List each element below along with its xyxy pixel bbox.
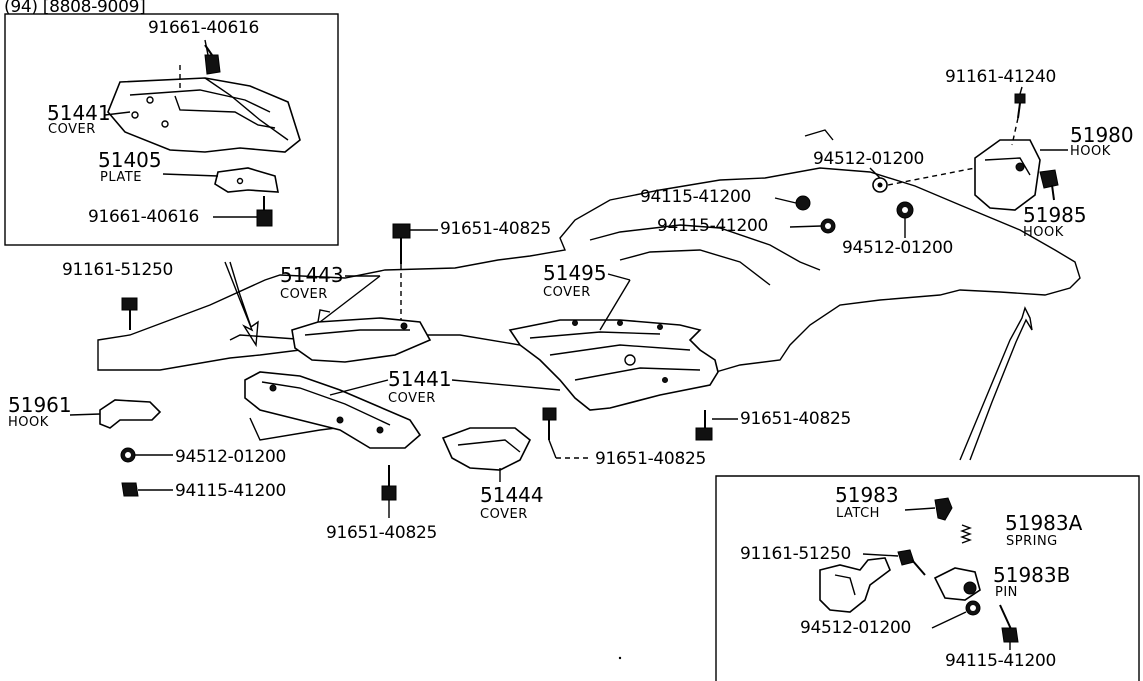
label-91651-right: 91651-40825 bbox=[740, 409, 851, 429]
nut-94512-b-icon bbox=[896, 201, 914, 219]
bolt-91161-41240-icon bbox=[1011, 93, 1026, 146]
inset2-nut-94512-icon bbox=[965, 600, 981, 616]
bolt-91651-right-icon bbox=[695, 410, 713, 441]
label-51444-num: 51444 bbox=[480, 483, 544, 507]
label-91651-mid: 91651-40825 bbox=[595, 449, 706, 469]
inset1-bolt-bottom-icon bbox=[256, 196, 273, 227]
cover-51441-drawing bbox=[244, 371, 422, 449]
inset1-plate-name: PLATE bbox=[100, 170, 142, 185]
inset1-bolt-top-label: 91661-40616 bbox=[148, 18, 259, 38]
hook-51980-icon bbox=[974, 139, 1041, 211]
bolt-91651-mid-icon bbox=[542, 407, 557, 440]
label-51980-num: 51980 bbox=[1070, 123, 1134, 147]
bolt-91651-top-icon bbox=[392, 223, 411, 320]
label-94115-a: 94115-41200 bbox=[640, 187, 751, 207]
nut-94115-a-icon bbox=[795, 195, 811, 211]
label-51985-name: HOOK bbox=[1023, 225, 1064, 240]
arrow-inset2-to-frame-icon bbox=[959, 306, 1033, 461]
inset2-nut-94115-label: 94115-41200 bbox=[945, 651, 1056, 671]
cover-51495-drawing bbox=[508, 319, 719, 411]
label-91161-51250-left: 91161-51250 bbox=[62, 260, 173, 280]
inset2-latch-number: 51983 bbox=[835, 483, 899, 507]
label-91161-41240: 91161-41240 bbox=[945, 67, 1056, 87]
label-91651-bottom: 91651-40825 bbox=[326, 523, 437, 543]
inset2-latch-icon bbox=[934, 497, 953, 521]
inset1-cover-name: COVER bbox=[48, 122, 96, 137]
header-fragment: (94) [8808-9009] bbox=[4, 0, 145, 17]
hook-51985-icon bbox=[1039, 169, 1059, 201]
arrow-inset1-to-frame-icon bbox=[224, 261, 259, 348]
inset2-latch-body-icon bbox=[933, 567, 981, 601]
inset2-spring-name: SPRING bbox=[1006, 534, 1058, 549]
label-51980-name: HOOK bbox=[1070, 144, 1111, 159]
cover-51443-drawing bbox=[291, 309, 432, 363]
label-94115-b: 94115-41200 bbox=[657, 216, 768, 236]
inset2-latch-name: LATCH bbox=[836, 506, 880, 521]
label-51444-name: COVER bbox=[480, 507, 528, 522]
label-51443-num: 51443 bbox=[280, 263, 344, 287]
bolt-91651-bottom-icon bbox=[381, 465, 397, 518]
bolt-91161-51250-left-icon bbox=[121, 297, 138, 330]
inset-box-latch bbox=[715, 475, 1140, 681]
label-51961-name: HOOK bbox=[8, 415, 49, 430]
inset1-plate-number: 51405 bbox=[98, 148, 162, 172]
nut-94115-b-icon bbox=[820, 218, 836, 234]
inset2-spring-icon bbox=[960, 524, 972, 544]
label-94512-b: 94512-01200 bbox=[842, 238, 953, 258]
inset-box-cover-plate bbox=[4, 13, 339, 246]
inset2-bolt-label: 91161-51250 bbox=[740, 544, 851, 564]
label-91651-top: 91651-40825 bbox=[440, 219, 551, 239]
label-94512-a: 94512-01200 bbox=[813, 149, 924, 169]
inset2-spring-number: 51983A bbox=[1005, 511, 1083, 535]
label-51985-num: 51985 bbox=[1023, 203, 1087, 227]
nut-94512-left-icon bbox=[120, 447, 136, 463]
inset2-hook-bracket-drawing bbox=[819, 557, 891, 613]
nut-94115-left-icon bbox=[121, 482, 139, 497]
inset2-pin-number: 51983B bbox=[993, 563, 1070, 587]
label-51495-name: COVER bbox=[543, 285, 591, 300]
label-51961-num: 51961 bbox=[8, 393, 72, 417]
label-51495-num: 51495 bbox=[543, 261, 607, 285]
label-94115-left: 94115-41200 bbox=[175, 481, 286, 501]
nut-94512-a-icon bbox=[872, 177, 888, 193]
inset1-bolt-bottom-label: 91661-40616 bbox=[88, 207, 199, 227]
label-51441-num: 51441 bbox=[388, 367, 452, 391]
label-94512-left: 94512-01200 bbox=[175, 447, 286, 467]
inset2-pin-name: PIN bbox=[995, 585, 1018, 600]
inset1-cover-drawing bbox=[107, 77, 301, 153]
inset2-nut-94512-label: 94512-01200 bbox=[800, 618, 911, 638]
label-51443-name: COVER bbox=[280, 287, 328, 302]
inset1-cover-number: 51441 bbox=[47, 101, 111, 125]
inset1-plate-drawing bbox=[214, 167, 279, 193]
artifact-dot bbox=[618, 656, 622, 660]
cover-51444-drawing bbox=[441, 427, 532, 471]
hook-51961-icon bbox=[99, 399, 162, 429]
inset2-nut-94115-icon bbox=[1001, 627, 1019, 643]
label-51441-name: COVER bbox=[388, 391, 436, 406]
inset2-bolt-icon bbox=[897, 549, 926, 576]
